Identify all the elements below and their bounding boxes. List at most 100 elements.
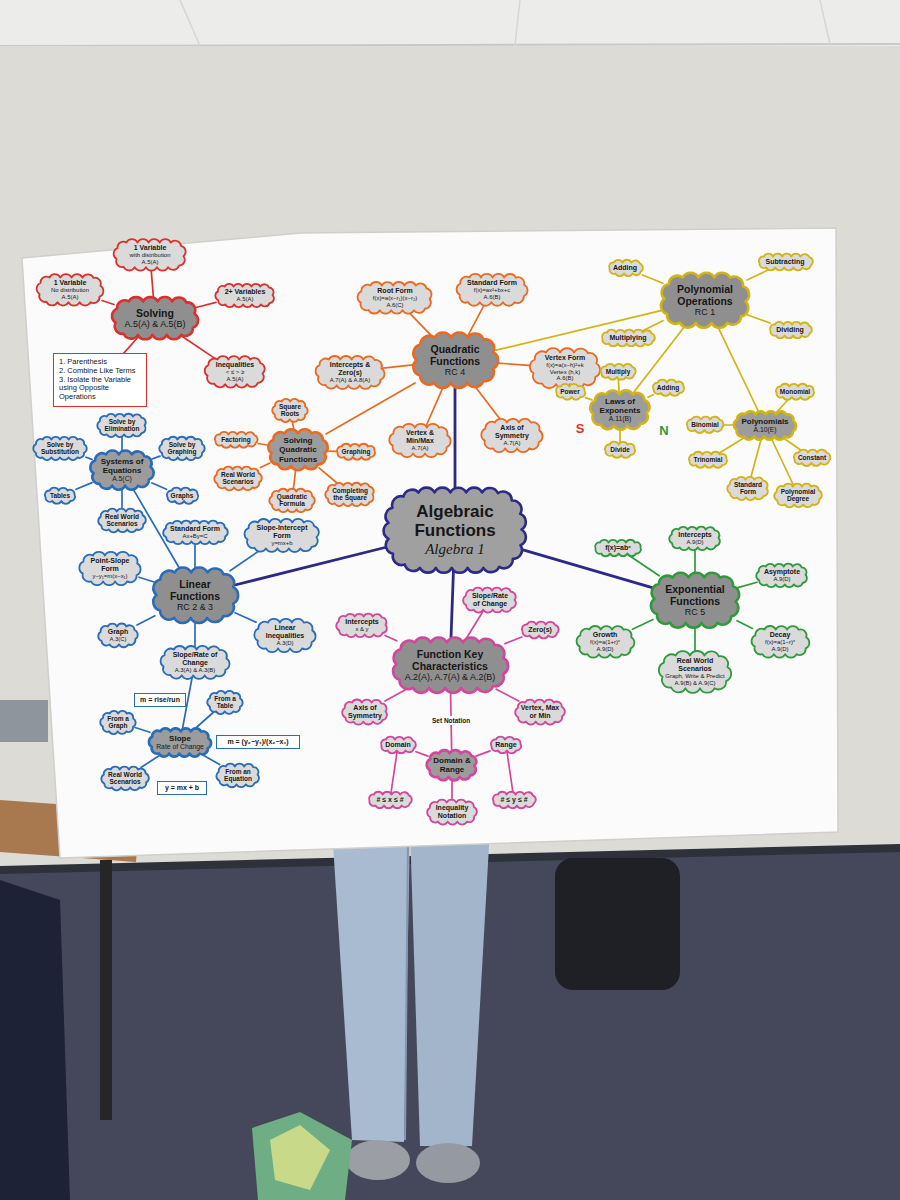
cloud-shape [215, 283, 274, 306]
connector [235, 613, 256, 622]
formula-box: m = rise/run [134, 693, 186, 707]
connector [152, 483, 167, 489]
formula-box: y = mx + b [157, 781, 207, 795]
cloud-shape [734, 411, 796, 439]
connector [260, 463, 270, 467]
node-text: Exponential Functions [662, 583, 728, 607]
cloud-shape [90, 450, 153, 489]
cloud-shape [245, 518, 319, 551]
node-text: 2+ Variables [220, 288, 270, 296]
jeans-leg [410, 828, 490, 1146]
node-text: No distribution [42, 287, 98, 294]
detail-cloud: Graphs [163, 486, 202, 505]
cloud-shape [530, 348, 600, 388]
cloud-shape [337, 444, 375, 460]
connector [385, 689, 406, 701]
node-text: Standard Form [462, 279, 522, 287]
detail-cloud: Slope/Rate of ChangeA.3(A) & A.3(B) [159, 645, 231, 680]
node-text: Intercepts [674, 531, 716, 539]
connector [747, 269, 770, 280]
detail-cloud: Standard Formf(x)=ax²+bx+cA.6(B) [455, 273, 529, 307]
node-text: A.9(D) [761, 576, 803, 583]
subtopic-cloud: Solving Quadratic Functions [267, 429, 329, 471]
connector [319, 468, 338, 484]
connector [426, 384, 444, 425]
detail-cloud: Intercepts & Zero(s)A.7(A) & A.8(A) [314, 355, 386, 390]
connector [495, 363, 532, 366]
node-text: RC 5 [662, 607, 728, 617]
detail-cloud: # ≤ y ≤ # [489, 790, 539, 810]
node-text: 1 Variable [42, 279, 98, 287]
connector [76, 483, 92, 490]
connector [451, 778, 453, 801]
detail-cloud: Real World ScenariosGraph, Write & Predi… [658, 651, 732, 693]
cloud-shape [166, 488, 197, 504]
cloud-shape [491, 737, 521, 754]
node-text: Real World Scenarios [665, 657, 725, 673]
detail-cloud: Subtracting [755, 252, 816, 272]
node-text: Rate of Change [155, 743, 205, 751]
node-text: y=mx+b [250, 540, 314, 547]
node-text: Real World Scenarios [102, 513, 142, 528]
cloud-shape [45, 488, 75, 504]
node-text: Intercepts [341, 618, 383, 626]
node-text: Binomial [689, 421, 721, 428]
detail-cloud: Decayf(x)=a(1−r)ˣA.9(D) [750, 625, 811, 659]
node-text: Function Key Characteristics [404, 648, 496, 672]
node-text: Dividing [773, 326, 808, 334]
cloud-shape [576, 626, 634, 658]
node-text: A.3(C) [103, 636, 133, 643]
connector [408, 312, 431, 336]
node-text: Vertex, Max or Min [520, 704, 560, 720]
connector [719, 438, 745, 454]
node-text: Axis of Symmetry [347, 704, 383, 720]
cloud-shape [389, 423, 450, 456]
cloud-shape [254, 618, 315, 651]
node-text: A.3(A) & A.3(B) [166, 667, 224, 674]
cloud-shape [602, 330, 655, 347]
node-text: f(x)=a(x−r₁)(x−r₂) [363, 295, 427, 302]
node-text: Adding [612, 264, 639, 272]
cloud-shape [457, 274, 528, 306]
cloud-shape [669, 526, 720, 549]
detail-cloud: Interceptsx & y [334, 612, 390, 639]
node-text: 1. Parenthesis [59, 358, 141, 367]
node-text: Quadratic Functions [424, 343, 486, 367]
cloud-shape [659, 651, 731, 693]
node-text: Polynomials [740, 417, 790, 426]
node-text: f(x)=a(1+r)ˣ [582, 639, 629, 646]
detail-cloud: Domain [377, 735, 419, 755]
node-text: Slope [155, 734, 205, 743]
cloud-shape [661, 273, 749, 328]
ceiling-edge [0, 44, 900, 46]
cloud-shape [687, 417, 724, 433]
connector [505, 637, 522, 644]
node-text: Point-Slope Form [85, 557, 135, 573]
cloud-shape [33, 436, 86, 459]
connector [737, 582, 757, 588]
cloud-shape [776, 384, 814, 400]
node-text: # ≤ y ≤ # [496, 796, 532, 804]
connector [86, 457, 92, 459]
cloud-shape [555, 384, 584, 400]
node-text: x & y [341, 626, 383, 633]
detail-cloud: Dividing [766, 320, 815, 340]
detail-cloud: Solve by Graphing [157, 435, 207, 462]
node-text: Ax+By=C [168, 533, 223, 540]
node-text: f(x)=ax²+bx+c [462, 287, 522, 294]
detail-cloud: Vertex & Min/MaxA.7(A) [388, 423, 452, 458]
cloud-shape [794, 450, 831, 466]
connector [717, 324, 759, 412]
node-text: Algebraic Functions [400, 502, 510, 541]
connector [468, 304, 485, 336]
cloud-outline [667, 525, 723, 552]
cloud-shape [515, 700, 565, 725]
node-text: A.5(A) [210, 376, 260, 383]
cloud-shape [427, 800, 477, 825]
node-text: Subtracting [762, 258, 809, 266]
cloud-shape [336, 613, 387, 636]
cloud-outline [96, 622, 140, 649]
detail-cloud: f(x)=abˣ [591, 538, 645, 558]
node-text: Quadratic Formula [273, 493, 311, 508]
